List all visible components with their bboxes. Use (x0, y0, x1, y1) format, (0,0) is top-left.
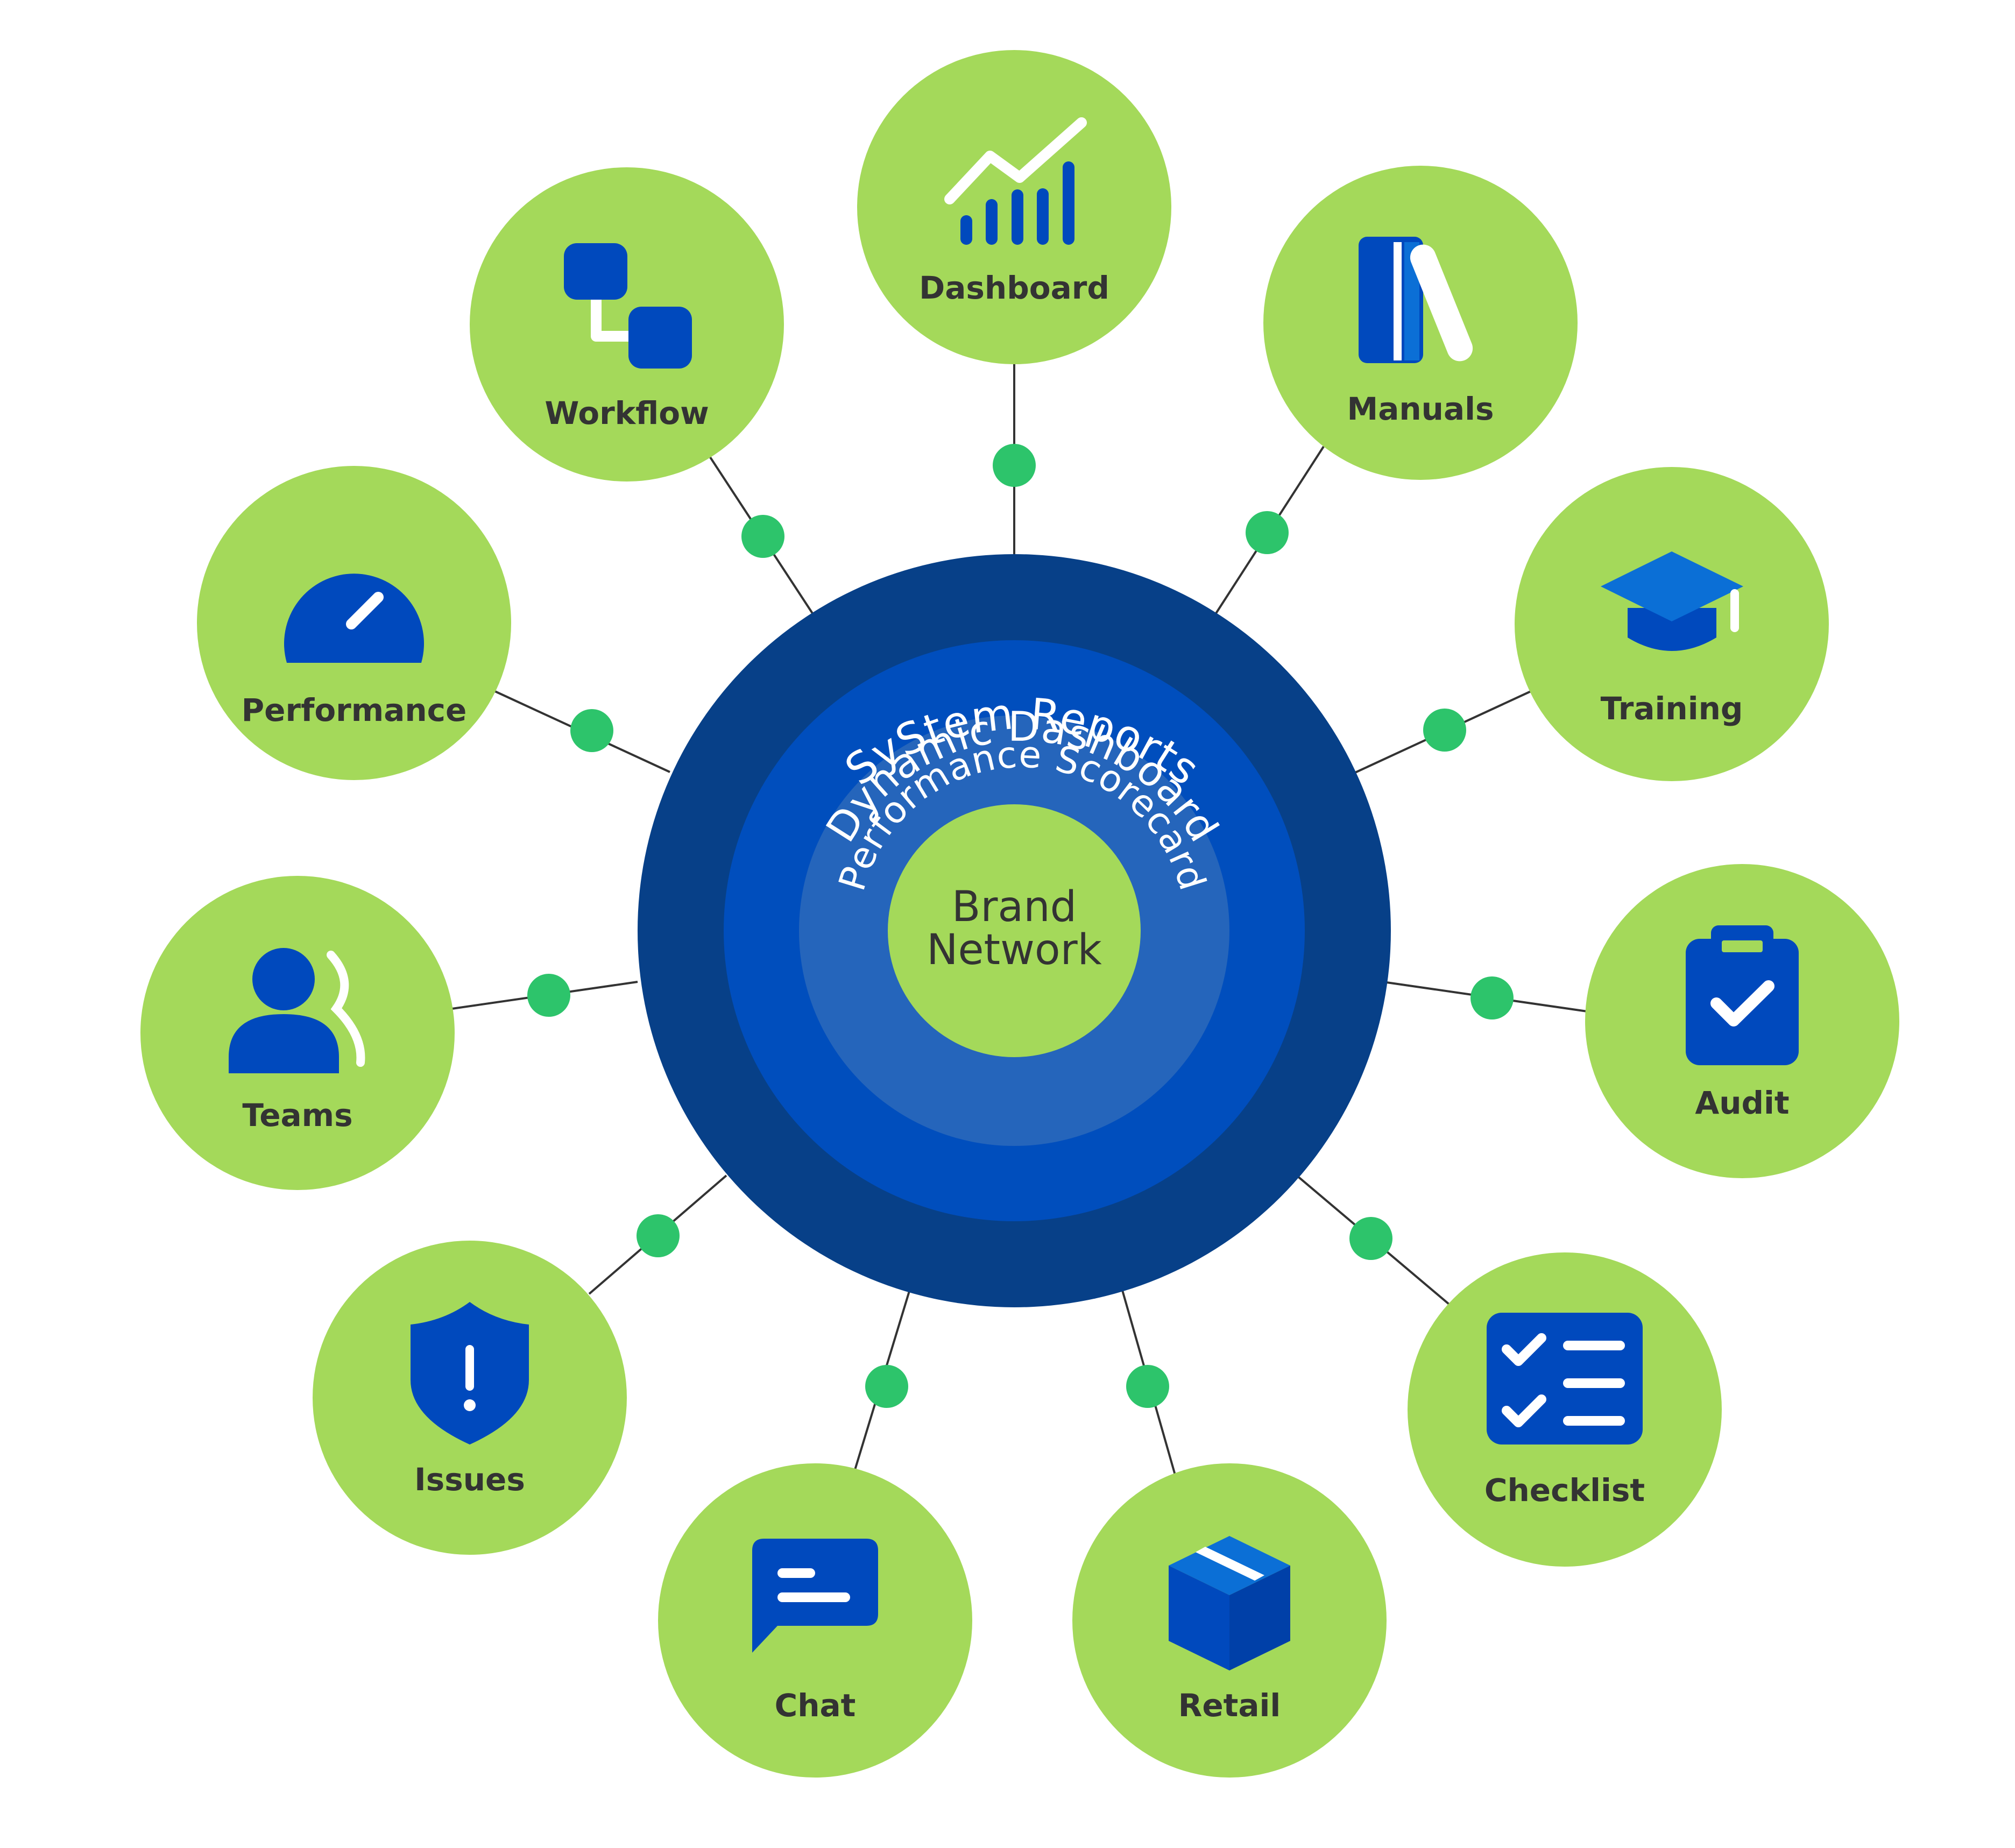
center-label-line1: Brand (952, 883, 1077, 931)
node-audit[interactable]: Audit (1585, 864, 1899, 1178)
node-label-performance: Performance (242, 692, 467, 728)
node-issues[interactable]: Issues (313, 1241, 627, 1555)
connector-dot-teams (527, 974, 570, 1017)
center-core (888, 804, 1141, 1057)
books-icon (1359, 237, 1473, 363)
node-label-chat: Chat (775, 1687, 856, 1724)
connector-dot-checklist (1349, 1217, 1392, 1260)
workflow-nodes-icon (564, 243, 692, 369)
node-teams[interactable]: Teams (140, 876, 455, 1190)
package-box-icon (1169, 1536, 1290, 1670)
central-hub: SyStem Reports Dynamic Dashboard Perform… (638, 554, 1391, 1307)
team-user-icon (229, 948, 365, 1073)
connector-dot-workflow (741, 515, 784, 558)
node-chat[interactable]: Chat (658, 1463, 972, 1778)
node-dashboard[interactable]: Dashboard (857, 50, 1171, 364)
node-checklist[interactable]: Checklist (1408, 1252, 1722, 1567)
node-label-training: Training (1601, 690, 1743, 727)
connector-dot-manuals (1246, 511, 1289, 554)
chat-bubble-icon (752, 1539, 878, 1653)
node-label-audit: Audit (1695, 1085, 1789, 1121)
speedometer-gauge-icon (284, 573, 424, 663)
connector-dot-training (1423, 709, 1466, 752)
center-label-line2: Network (927, 926, 1102, 974)
node-performance[interactable]: Performance (197, 466, 511, 780)
checklist-icon (1487, 1313, 1643, 1445)
connector-dot-retail (1126, 1365, 1169, 1408)
connector-dot-chat (865, 1365, 908, 1408)
node-label-teams: Teams (242, 1097, 352, 1134)
node-label-workflow: Workflow (545, 395, 709, 431)
node-workflow[interactable]: Workflow (470, 167, 784, 482)
connector-dots (527, 444, 1514, 1408)
connector-dot-audit (1470, 976, 1514, 1019)
node-label-manuals: Manuals (1347, 391, 1494, 427)
node-label-dashboard: Dashboard (919, 270, 1109, 306)
node-circle-workflow (470, 167, 784, 482)
node-retail[interactable]: Retail (1072, 1463, 1387, 1778)
bar-chart-icon (944, 117, 1087, 245)
node-label-retail: Retail (1178, 1687, 1281, 1724)
connector-dot-dashboard (993, 444, 1036, 487)
node-label-checklist: Checklist (1484, 1472, 1645, 1509)
node-training[interactable]: Training (1515, 467, 1829, 781)
clipboard-check-icon (1686, 925, 1799, 1065)
node-label-issues: Issues (414, 1461, 525, 1498)
shield-alert-icon (411, 1302, 529, 1445)
graduation-cap-icon (1601, 551, 1743, 651)
connector-dot-issues (637, 1214, 680, 1257)
connector-dot-performance (570, 709, 613, 752)
node-manuals[interactable]: Manuals (1263, 166, 1578, 480)
